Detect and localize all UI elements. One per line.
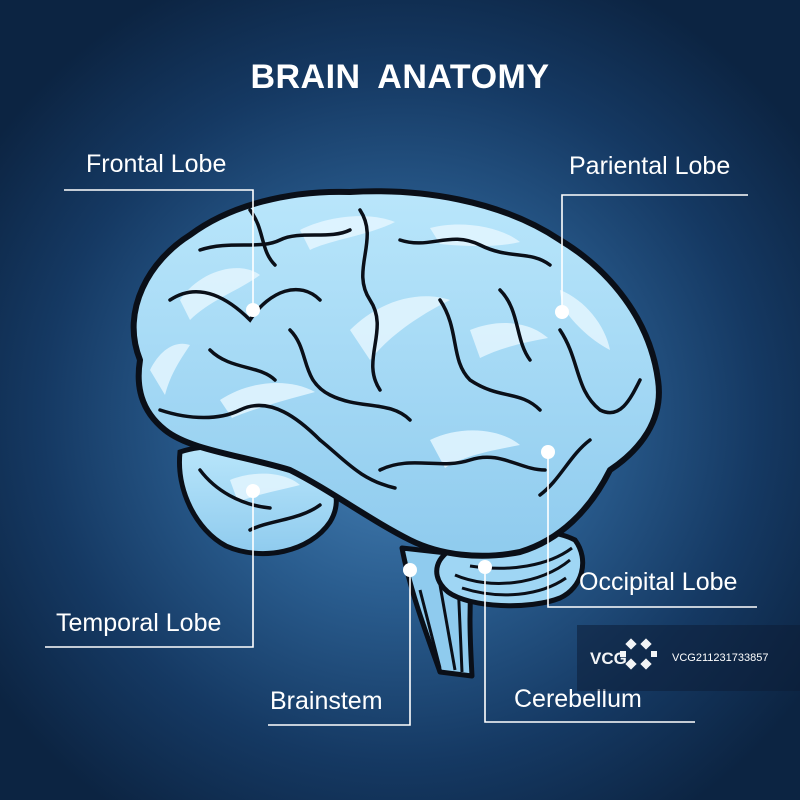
pointer-dots xyxy=(246,303,569,577)
sulci-lines xyxy=(158,208,642,532)
brainstem-label: Brainstem xyxy=(270,687,383,715)
occipital-lobe-leader xyxy=(547,452,757,608)
page-title: BRAIN ANATOMY xyxy=(250,58,550,96)
svg-text:VCG: VCG xyxy=(590,649,627,668)
frontal-lobe-dot xyxy=(246,303,260,317)
cerebrum-shape xyxy=(130,188,662,559)
gyri-highlights xyxy=(150,216,610,502)
parietal-lobe-dot xyxy=(555,305,569,319)
temporal-lobe-dot xyxy=(246,484,260,498)
occipital-lobe-label: Occipital Lobe xyxy=(579,568,738,596)
frontal-lobe-label: Frontal Lobe xyxy=(86,150,227,178)
cerebellum-leader xyxy=(484,567,695,723)
temporal-lobe-leader xyxy=(45,491,254,648)
leader-lines xyxy=(45,189,757,726)
frontal-lobe-leader xyxy=(64,189,254,310)
watermark-id: VCG211231733857 xyxy=(672,652,769,664)
occipital-lobe-dot xyxy=(541,445,555,459)
cerebellum-dot xyxy=(478,560,492,574)
parietal-lobe-leader xyxy=(561,194,748,312)
brainstem-dot xyxy=(403,563,417,577)
parietal-lobe-label: Pariental Lobe xyxy=(569,152,731,180)
brainstem-leader xyxy=(268,570,411,726)
temporal-lobe-label: Temporal Lobe xyxy=(56,609,222,637)
watermark-panel xyxy=(577,625,800,691)
